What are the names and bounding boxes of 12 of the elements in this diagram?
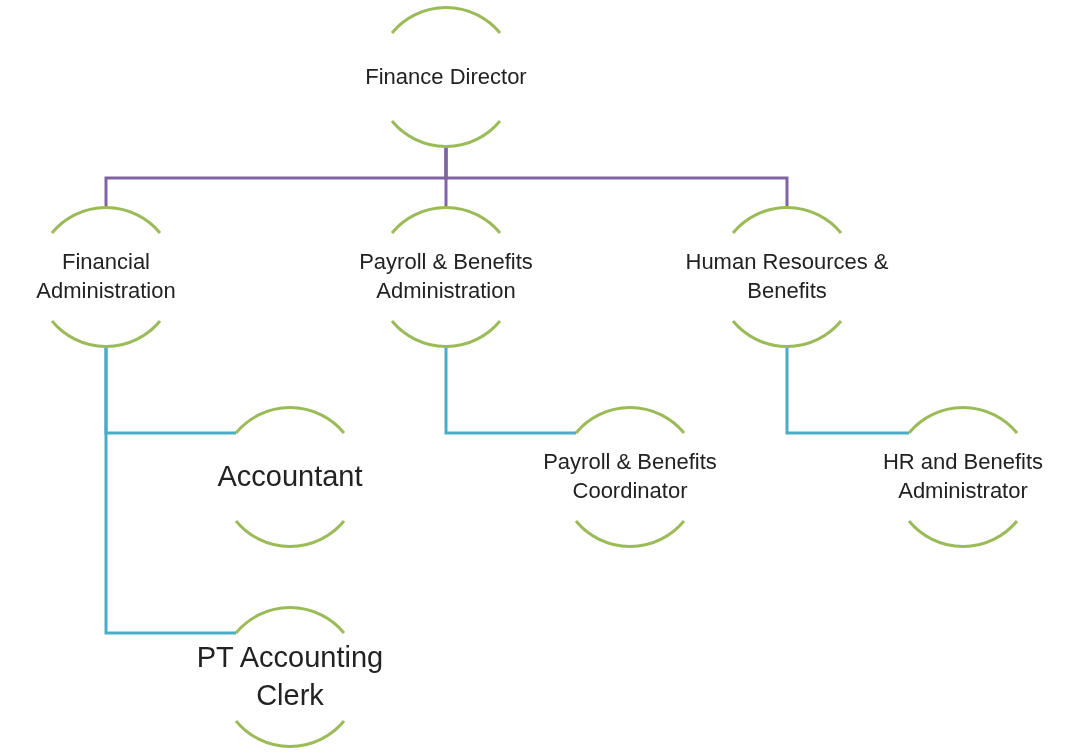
position-title: Financial Administration — [35, 248, 177, 305]
position-title: HR and Benefits Administrator — [881, 448, 1045, 505]
connector-line — [444, 147, 789, 207]
position-title: Payroll & Benefits Coordinator — [542, 448, 718, 505]
connector-line — [444, 347, 576, 435]
position-title: Accountant — [216, 459, 364, 495]
position-title: Finance Director — [364, 62, 528, 91]
connector-line — [785, 347, 909, 435]
position-title: Payroll & Benefits Administration — [358, 248, 534, 305]
connector-line — [104, 347, 236, 635]
position-title: Human Resources & Benefits — [684, 248, 890, 305]
position-title: PT Accounting Clerk — [195, 640, 385, 713]
